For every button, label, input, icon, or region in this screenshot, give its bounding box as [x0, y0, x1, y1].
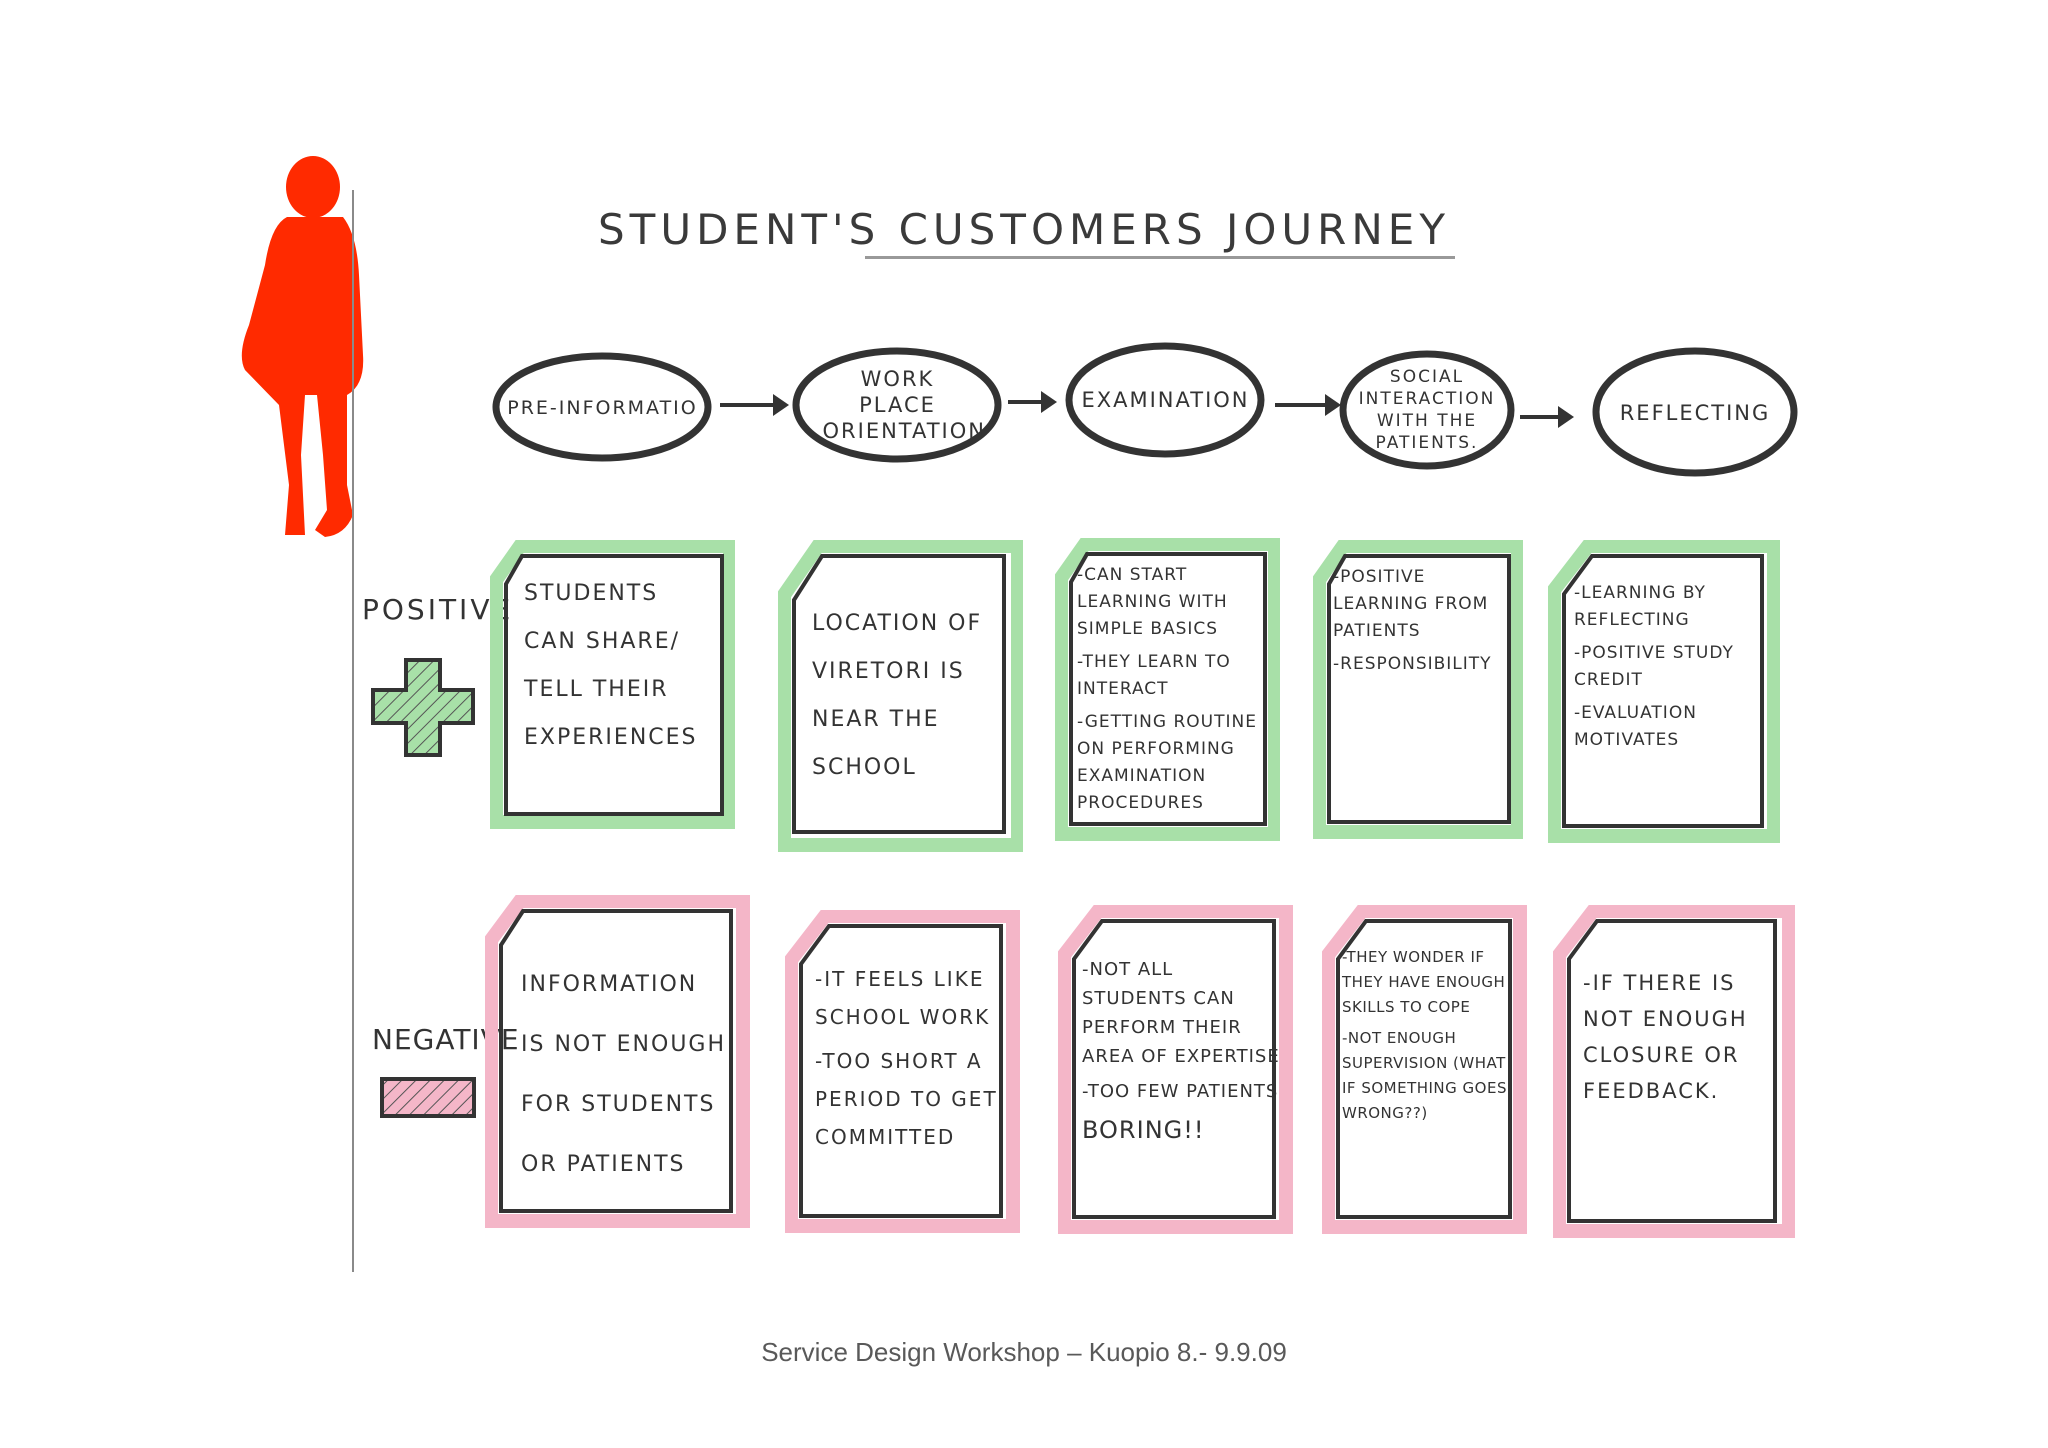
- stage-label: Reflecting: [1619, 400, 1771, 425]
- card-frame: [485, 895, 750, 1228]
- card-line: -They learn to interact: [1077, 652, 1231, 699]
- stage-social-interaction: Social Interaction with the patients.: [1337, 350, 1517, 470]
- card-line: -Responsibility: [1333, 654, 1492, 674]
- diagram-title: Student's Customers Journey: [598, 205, 1450, 254]
- card-line: -Not all students can perform their area…: [1082, 959, 1280, 1067]
- positive-card-1: Students can share/ Tell their experienc…: [490, 540, 735, 829]
- card-line: Location of Viretori is near the school: [812, 611, 983, 780]
- card-frame: [1553, 905, 1795, 1238]
- card-line: -Not enough supervision (what if somethi…: [1342, 1029, 1507, 1122]
- card-text: -Can start learning with simple basics -…: [1077, 562, 1266, 823]
- card-line: Students can share/ Tell their experienc…: [524, 581, 698, 750]
- card-frame: [1058, 905, 1293, 1234]
- card-text: -Not all students can perform their area…: [1082, 955, 1283, 1151]
- minus-icon: [380, 1077, 476, 1118]
- card-text: -If there is not enough closure or feedb…: [1583, 965, 1781, 1115]
- arrow-icon: [1275, 394, 1341, 416]
- card-line: -Can start learning with simple basics: [1077, 565, 1228, 639]
- divider-line: [352, 190, 354, 1272]
- card-text: -Positive learning from patients -Respon…: [1333, 564, 1513, 684]
- plus-icon: [371, 658, 475, 757]
- card-line: -Too few patients: [1082, 1081, 1279, 1102]
- oval-outline: [1339, 350, 1515, 470]
- stage-reflecting: Reflecting: [1590, 345, 1800, 480]
- card-line: -Evaluation motivates: [1574, 703, 1697, 750]
- footer-caption: Service Design Workshop – Kuopio 8.- 9.9…: [761, 1337, 1287, 1367]
- card-line: Information is not enough for students o…: [521, 972, 727, 1177]
- positive-card-3: -Can start learning with simple basics -…: [1055, 538, 1280, 843]
- card-frame: [778, 540, 1023, 852]
- card-text: -Learning by reflecting -Positive study …: [1574, 580, 1766, 760]
- positive-label: Positive: [362, 593, 514, 626]
- oval-outline: [1592, 347, 1798, 477]
- negative-card-3: -Not all students can perform their area…: [1058, 905, 1293, 1235]
- oval-outline: [1065, 342, 1265, 458]
- oval-outline: [792, 347, 1002, 463]
- positive-card-4: -Positive learning from patients -Respon…: [1313, 540, 1523, 840]
- card-frame: [1322, 905, 1527, 1234]
- stage-label: Examination: [1081, 388, 1250, 412]
- stage-label: Work Place Orientation: [822, 367, 986, 443]
- card-line: Boring!!: [1082, 1116, 1205, 1144]
- card-line: -Getting routine on performing examinati…: [1077, 712, 1257, 813]
- person-silhouette-icon: [241, 156, 364, 537]
- stage-pre-information: Pre-Informatio: [490, 350, 715, 465]
- card-frame: [1548, 540, 1780, 843]
- card-line: -Too short a period to get committed: [815, 1049, 998, 1149]
- card-line: -Learning by reflecting: [1574, 583, 1706, 630]
- card-frame: [785, 910, 1020, 1233]
- stage-label: Pre-Informatio: [507, 396, 698, 419]
- card-frame: [490, 540, 735, 829]
- stage-examination: Examination: [1063, 340, 1268, 460]
- card-line: -Positive study credit: [1574, 643, 1734, 690]
- arrow-icon: [1008, 391, 1057, 413]
- positive-card-2: Location of Viretori is near the school: [778, 540, 1023, 860]
- negative-card-5: -If there is not enough closure or feedb…: [1553, 905, 1795, 1240]
- card-line: -If there is not enough closure or feedb…: [1583, 971, 1748, 1103]
- card-text: Location of Viretori is near the school: [812, 600, 1003, 798]
- card-frame: [1313, 540, 1523, 839]
- stage-label: Social Interaction with the patients.: [1358, 367, 1496, 453]
- stage-work-place-orientation: Work Place Orientation: [790, 345, 1005, 465]
- card-line: -They wonder if they have enough skills …: [1342, 948, 1506, 1016]
- card-text: -They wonder if they have enough skills …: [1342, 945, 1519, 1132]
- positive-card-5: -Learning by reflecting -Positive study …: [1548, 540, 1780, 845]
- title-underline: [865, 256, 1455, 259]
- oval-outline: [492, 352, 712, 462]
- arrow-icon: [720, 394, 789, 416]
- negative-card-1: Information is not enough for students o…: [485, 895, 750, 1230]
- negative-card-4: -They wonder if they have enough skills …: [1322, 905, 1527, 1235]
- arrow-icon: [1520, 406, 1574, 428]
- card-frame: [1055, 538, 1280, 841]
- card-line: -Positive learning from patients: [1333, 567, 1489, 641]
- card-text: -It feels like school work -Too short a …: [815, 960, 1008, 1162]
- card-text: Students can share/ Tell their experienc…: [524, 570, 715, 768]
- card-text: Information is not enough for students o…: [521, 955, 730, 1201]
- card-line: -It feels like school work: [815, 967, 991, 1029]
- negative-card-2: -It feels like school work -Too short a …: [785, 910, 1020, 1235]
